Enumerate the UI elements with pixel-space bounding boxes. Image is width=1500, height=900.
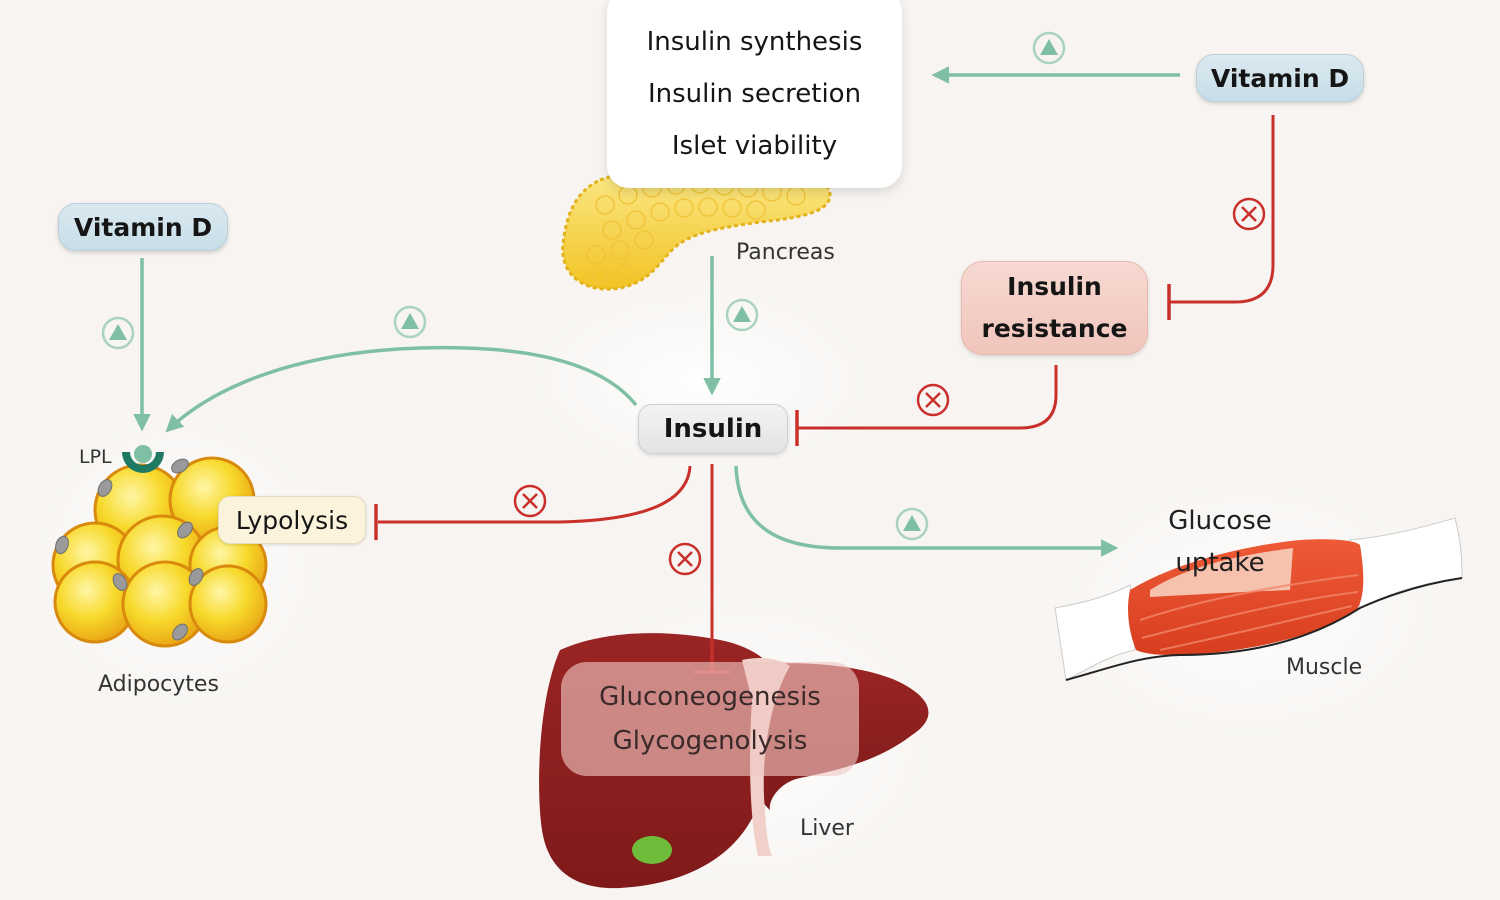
vitamin-d-label: Vitamin D (73, 212, 213, 242)
x-circle-icon (668, 542, 702, 576)
lpl-ligand-icon (134, 445, 152, 463)
liver-effect-item: Glycogenolysis (612, 726, 808, 756)
pancreas-effect-item: Insulin synthesis (646, 27, 863, 57)
edge-vitd-inhibits-ir (1170, 115, 1275, 304)
vitamin-d-node-top: Vitamin D (1196, 54, 1364, 102)
insulin-label: Insulin (663, 414, 763, 444)
up-triangle-icon (101, 316, 135, 350)
liver-effects-box: Gluconeogenesis Glycogenolysis (561, 662, 859, 776)
vitamin-d-label: Vitamin D (1210, 63, 1350, 93)
insulin-resistance-line: Insulin (1007, 272, 1102, 301)
x-circle-icon (513, 484, 547, 518)
muscle-label: Muscle (1286, 655, 1363, 680)
up-triangle-icon (1032, 31, 1066, 65)
glucose-uptake-line: uptake (1175, 548, 1265, 578)
up-triangle-icon (393, 305, 427, 339)
insulin-node: Insulin (638, 404, 788, 454)
edge-insulin-to-lpl (165, 345, 638, 433)
insulin-resistance-line: resistance (981, 314, 1128, 343)
edge-icons (101, 31, 1266, 576)
adipocytes-label: Adipocytes (98, 672, 219, 697)
lypolysis-node: Lypolysis (218, 496, 366, 544)
muscle-illustration (1054, 517, 1463, 681)
up-triangle-icon (725, 298, 759, 332)
edges (133, 66, 1275, 674)
glucose-uptake-line: Glucose (1168, 506, 1272, 536)
lpl-receptor-icon (122, 452, 164, 473)
pancreas-illustration (561, 165, 832, 291)
edge-ir-inhibits-insulin (798, 365, 1058, 430)
up-triangle-icon (895, 507, 929, 541)
pancreas-label: Pancreas (736, 240, 835, 265)
pancreas-effect-item: Insulin secretion (647, 79, 862, 109)
glucose-uptake-label: Glucose uptake (1140, 500, 1300, 584)
liver-label: Liver (800, 816, 854, 841)
x-circle-icon (1232, 197, 1266, 231)
vitamin-d-node-left: Vitamin D (58, 203, 228, 251)
pancreas-effects-box: Insulin synthesis Insulin secretion Isle… (607, 0, 902, 188)
lypolysis-label: Lypolysis (235, 505, 349, 535)
gallbladder-icon (632, 836, 672, 864)
edge-insulin-to-glucose-uptake (734, 465, 1119, 557)
liver-effect-item: Gluconeogenesis (599, 682, 821, 712)
lpl-label: LPL (79, 446, 112, 468)
edge-insulin-inhibits-lypolysis (378, 465, 692, 524)
pancreas-effect-item: Islet viability (671, 131, 838, 161)
insulin-resistance-node: Insulin resistance (961, 261, 1148, 355)
x-circle-icon (916, 383, 950, 417)
